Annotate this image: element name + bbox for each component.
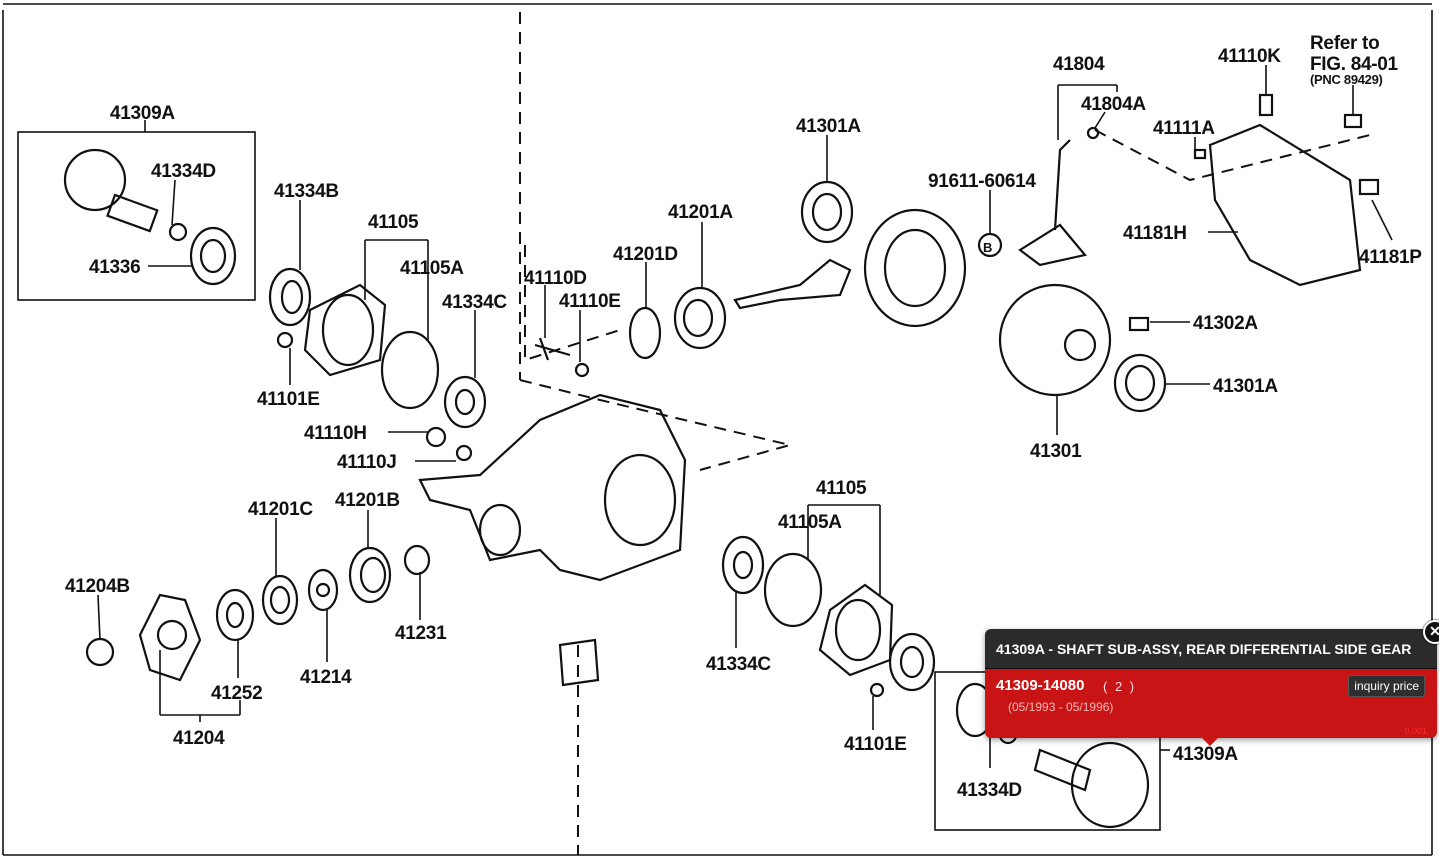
version-text: 0.001 [1404,726,1427,736]
refer-note-line2: FIG. 84-01 [1310,54,1399,75]
part-label[interactable]: 41334D [957,780,1022,801]
part-label[interactable]: 41105 [816,478,867,499]
part-label[interactable]: 41336 [89,257,141,278]
tooltip-pointer [1202,738,1218,746]
part-label[interactable]: 41309A [1173,744,1239,765]
refer-note-line3: (PNC 89429) [1310,72,1383,87]
part-label[interactable]: 41301A [1213,376,1279,397]
date-range: (05/1993 - 05/1996) [1008,700,1114,714]
part-label[interactable]: 41804 [1053,54,1105,75]
callout-b: B [983,240,992,255]
part-label[interactable]: 41105A [400,258,465,279]
part-label[interactable]: 41334B [274,181,339,202]
part-label[interactable]: 41309A [110,103,176,124]
part-label[interactable]: 41804A [1081,94,1147,115]
part-label[interactable]: 41181H [1123,223,1187,244]
part-label[interactable]: 41231 [395,623,447,644]
part-label[interactable]: 41204 [173,728,225,749]
part-label[interactable]: 41214 [300,667,352,688]
part-label[interactable]: 41334C [706,654,772,675]
part-label[interactable]: 41302A [1193,313,1259,334]
frame [2,3,1433,856]
part-tooltip: 41309A - SHAFT SUB-ASSY, REAR DIFFERENTI… [985,629,1437,746]
part-label[interactable]: 41101E [257,389,320,410]
part-label[interactable]: 41201B [335,490,400,511]
part-label[interactable]: 41201A [668,202,734,223]
quantity: ( 2 ) [1103,679,1137,694]
part-number[interactable]: 41309-14080 [996,677,1085,694]
leader-lines [97,65,1393,768]
close-icon[interactable]: ✕ [1423,620,1439,644]
part-labels: 41309A 41334D 41336 41334B 41105 41105A … [65,33,1423,801]
part-label[interactable]: 41334C [442,292,508,313]
part-label[interactable]: 41201D [613,244,678,265]
part-label[interactable]: 41181P [1359,247,1423,268]
part-label[interactable]: 91611-60614 [928,171,1037,192]
part-label[interactable]: 41252 [211,683,263,704]
part-label[interactable]: 41111A [1153,118,1215,139]
part-label[interactable]: 41105A [778,512,843,533]
part-label[interactable]: 41110D [524,268,587,289]
part-label[interactable]: 41110J [337,452,397,473]
part-label[interactable]: 41101E [844,734,907,755]
part-label[interactable]: 41301 [1030,441,1082,462]
part-label[interactable]: 41301A [796,116,862,137]
part-label[interactable]: 41105 [368,212,419,233]
tooltip-body: 41309-14080 ( 2 ) (05/1993 - 05/1996) in… [985,669,1437,746]
part-label[interactable]: 41334D [151,161,216,182]
inquiry-price-button[interactable]: inquiry price [1348,675,1425,697]
part-drawings: B [63,93,1380,829]
part-label[interactable]: 41201C [248,499,314,520]
part-label[interactable]: 41110E [559,291,621,312]
refer-note-line1: Refer to [1310,33,1379,54]
part-label[interactable]: 41110K [1218,46,1282,67]
tooltip-title: 41309A - SHAFT SUB-ASSY, REAR DIFFERENTI… [985,629,1437,669]
part-label[interactable]: 41110H [304,423,367,444]
part-label[interactable]: 41204B [65,576,130,597]
